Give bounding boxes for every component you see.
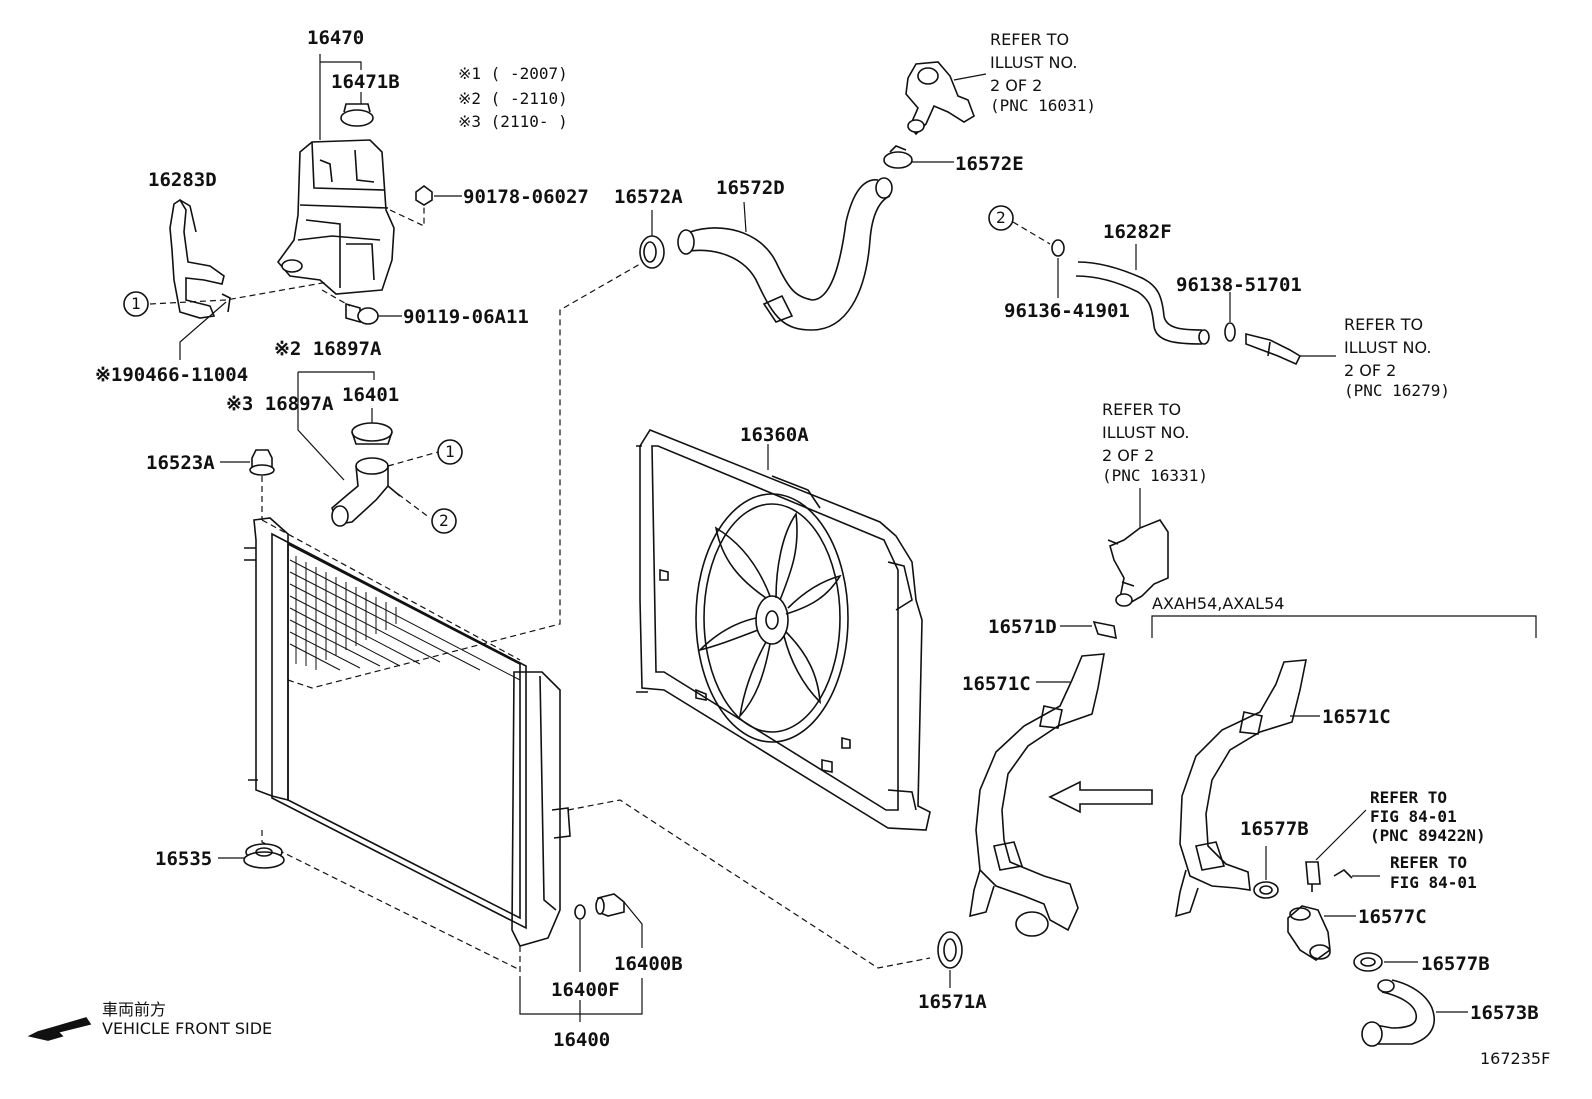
svg-text:REFER TO: REFER TO [1390,853,1467,872]
ref-circle-2-mid: 2 [439,511,449,530]
reservoir-tank [276,139,395,295]
callout-16571a: 16571A [918,991,987,1013]
svg-text:REFER TO: REFER TO [990,30,1069,49]
callout-16470: 16470 [307,27,364,49]
svg-text:REFER TO: REFER TO [1344,315,1423,334]
hose-16282f [1075,261,1210,345]
clip-96136 [1051,239,1065,257]
callout-16400: 16400 [553,1029,610,1051]
note-1: ※1 ( -2007) [458,64,568,83]
svg-text:2 OF 2: 2 OF 2 [1102,446,1154,465]
refer-pnc-89422n: REFER TO FIG 84-01 (PNC 89422N) [1370,788,1486,845]
svg-text:FIG 84-01: FIG 84-01 [1390,873,1477,892]
clamp-16577b-bottom [1353,952,1383,972]
svg-text:ILLUST NO.: ILLUST NO. [1102,423,1189,442]
sensor-89422n [1305,861,1321,892]
clamp-16572a [639,235,665,269]
radiator-cap-16401 [351,422,393,445]
refer-pnc-16279: REFER TO ILLUST NO. 2 OF 2 (PNC 16279) [1344,315,1450,400]
callout-16571c-left: 16571C [962,673,1031,695]
callout-16282f: 16282F [1103,221,1172,243]
callout-90178-06027: 90178-06027 [463,186,589,208]
svg-text:2 OF 2: 2 OF 2 [1344,361,1396,380]
callout-16571d: 16571D [988,616,1057,638]
water-outlet [905,61,975,136]
callout-16535: 16535 [155,848,212,870]
callout-16401: 16401 [342,384,399,406]
callout-90466-11004: ※190466-11004 [95,364,248,386]
callout-16400b: 16400B [614,953,683,975]
lower-hose-16571c-right [1175,659,1307,918]
vehicle-front-jp: 車両前方 [102,1000,166,1019]
callout-16572d: 16572D [716,177,785,199]
clamp-16577b-top [1253,881,1279,899]
note-2: ※2 ( -2110) [458,89,568,108]
plug-16571d [1092,620,1117,640]
callout-16360a: 16360A [740,424,809,446]
clamp-16571a [937,931,963,969]
callout-16577b-bottom: 16577B [1421,953,1490,975]
cushion-16535 [243,843,285,869]
vehicle-front-en: VEHICLE FRONT SIDE [102,1019,272,1038]
ref-circle-2-right: 2 [996,208,1006,227]
bolt-90119 [345,302,379,325]
variant-arrow [1048,780,1153,814]
radiator-16400 [244,517,571,947]
figure-id: 167235F [1480,1049,1550,1068]
refer-fig-84-01: REFER TO FIG 84-01 [1390,853,1477,892]
hose-16573b [1361,979,1436,1047]
svg-text:(PNC 89422N): (PNC 89422N) [1370,826,1486,845]
gasket-16400f [574,904,586,920]
reservoir-cap [340,103,374,127]
nut-90178 [415,185,433,206]
drain-plug-16400b [595,893,625,917]
callout-96136-41901: 96136-41901 [1004,300,1130,322]
callout-16577b-top: 16577B [1240,818,1309,840]
callout-96138-51701: 96138-51701 [1176,274,1302,296]
callout-16283d: 16283D [148,169,217,191]
callout-90119-06a11: 90119-06A11 [403,306,529,328]
callout-16572e: 16572E [955,153,1024,175]
svg-text:(PNC 16031): (PNC 16031) [990,96,1096,115]
lower-hose-16571c-left [969,653,1105,937]
svg-text:(PNC 16279): (PNC 16279) [1344,381,1450,400]
svg-text:FIG 84-01: FIG 84-01 [1370,807,1457,826]
fan-shroud-16360a [636,429,931,831]
filler-neck-16897a [331,457,401,527]
callout-16572a: 16572A [614,186,683,208]
callout-16897a-3: ※3 16897A [226,393,334,415]
ref-circle-1-left: 1 [131,294,141,313]
callout-16571c-right: 16571C [1322,706,1391,728]
upper-hose-16572d [677,177,893,331]
refer-pnc-16331: REFER TO ILLUST NO. 2 OF 2 (PNC 16331) [1102,400,1208,485]
callout-16897a-2: ※2 16897A [274,338,382,360]
callout-16523a: 16523A [146,452,215,474]
callout-16400f: 16400F [551,979,620,1001]
joint-16577c [1287,905,1331,961]
refer-pnc-16031: REFER TO ILLUST NO. 2 OF 2 (PNC 16031) [990,30,1096,115]
cushion-16523a [249,449,275,476]
clamp-16572e [883,145,913,169]
note-3: ※3 (2110- ) [458,112,568,131]
clip-96138 [1224,322,1236,342]
vehicle-front-arrow [27,1017,92,1041]
svg-text:REFER TO: REFER TO [1102,400,1181,419]
callout-16577c: 16577C [1358,906,1427,928]
hose-joint-16279 [1245,332,1302,366]
ref-circle-1-mid: 1 [445,442,455,461]
svg-text:(PNC 16331): (PNC 16331) [1102,466,1208,485]
inlet-housing [1107,519,1169,607]
svg-text:2 OF 2: 2 OF 2 [990,76,1042,95]
model-note: AXAH54,AXAL54 [1152,594,1284,613]
callout-16573b: 16573B [1470,1002,1539,1024]
hose-16283d [169,198,231,319]
svg-text:REFER TO: REFER TO [1370,788,1447,807]
svg-text:ILLUST NO.: ILLUST NO. [1344,338,1431,357]
callout-16471b: 16471B [331,71,400,93]
svg-text:ILLUST NO.: ILLUST NO. [990,53,1077,72]
